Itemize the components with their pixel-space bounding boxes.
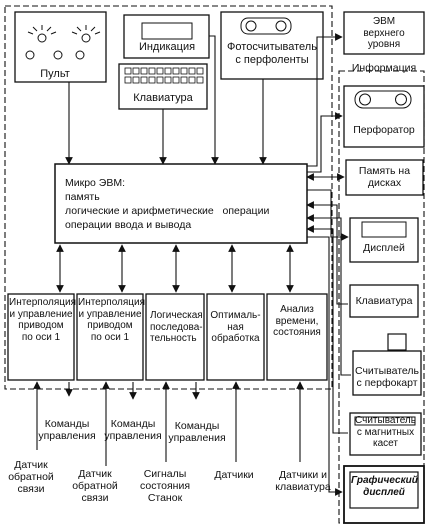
arrow-line [307,236,343,496]
optimal-processing-module [206,293,265,381]
disk-memory [345,159,424,196]
card-slot-icon [387,333,407,351]
remote-panel [14,11,107,83]
perforator [343,85,425,148]
arrow-line [307,189,349,241]
right-connections [306,33,351,496]
tape-reader-panel [220,11,324,80]
information-label: Информация [351,62,417,74]
keyboard-label: Клавиатура [133,92,193,104]
perforator-label: Перфоратор [353,124,415,136]
cassette-icon [354,416,416,426]
monitor-icon [361,221,407,238]
tape-reel-icon [354,90,412,109]
arrow-line [306,225,348,434]
optimal-processing-label: Оптималь- ная обработка [210,310,261,344]
axis-control-label-1: Интерполяция и управление приводом по ос… [9,297,77,343]
microcomputer-title: Микро ЭВМ: [65,177,126,189]
arrow-line [209,35,219,165]
sensors-label: Датчики [214,469,254,481]
keyboard-device [349,284,419,318]
axis-control-module-1 [7,293,75,381]
keyboard-panel [118,63,208,110]
axis-control-label-2: Интерполяция и управление приводом по ос… [78,297,146,343]
command-label-3: Команды управления [168,420,226,445]
logic-sequence-module [145,293,205,381]
card-reader [352,333,422,396]
cassette-reader [349,412,422,456]
arrow-line [307,33,343,167]
arrow-line [306,201,348,305]
top-connections [65,35,267,165]
microcomputer-memory: память [65,191,100,203]
command-label-2: Команды управления [104,418,162,443]
display-device [349,217,419,263]
display-label: Дисплей [363,242,405,254]
time-analysis-module [266,293,328,381]
key-icon [124,67,204,84]
status-signals-label: Сигналы состояния Станок [139,468,191,505]
command-label-1: Команды управления [38,418,96,443]
feedback-sensor-label-1: Датчик обратной связи [8,459,54,496]
feedback-sensor-label-2: Датчик обратной связи [72,468,118,505]
higher-level-label: ЭВМ верхнего уровня [363,16,405,50]
command-arrows [33,381,304,466]
arrow-line [306,214,351,376]
axis-control-module-2 [76,293,144,381]
card-reader-label: Считыватель с перфокарт [354,365,419,390]
cassette-reader-label: Считыватель с магнитных касет [355,415,416,449]
indication-label: Индикация [138,41,196,53]
microcomputer-block [54,163,308,244]
arrow-line [307,112,343,173]
graphic-display [343,465,425,524]
tape-reel-icon [240,17,292,35]
microcomputer-ops: логические и арифметические операции [65,205,270,217]
tape-reader-label: Фотосчитыватель с перфоленты [227,41,317,66]
graphic-display-label: Графический дисплей [351,475,418,498]
sensors-keyboard-label: Датчики и клавиатура [275,469,331,494]
bottom-connections [56,244,294,293]
lamp-icon [25,25,101,60]
time-analysis-label: Анализ времени, состояния [273,304,321,338]
disk-memory-label: Память на дисках [358,165,411,190]
keyboard-device-label: Клавиатура [355,295,413,307]
higher-level-computer [343,11,425,55]
remote-label: Пульт [40,68,70,80]
system-boundary [4,5,333,390]
logic-sequence-label: Логическая последова- тельность [150,310,203,344]
microcomputer-io: операции ввода и вывода [65,219,192,231]
